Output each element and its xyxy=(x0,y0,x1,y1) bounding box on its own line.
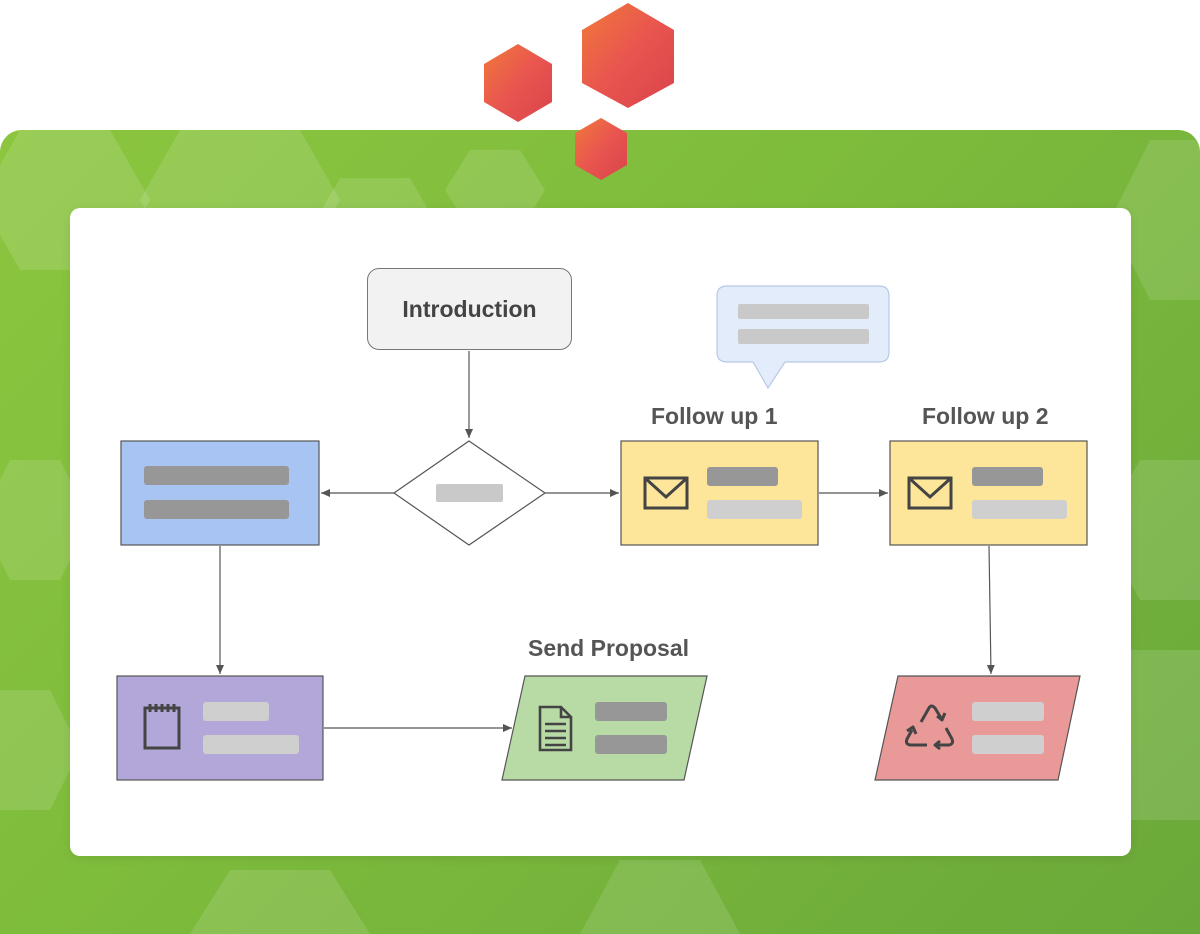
follow-up-1-label: Follow up 1 xyxy=(651,403,778,429)
follow-up-2-label: Follow up 2 xyxy=(922,403,1049,429)
tooltip-bar-2 xyxy=(738,329,869,344)
send-proposal-bar-2 xyxy=(595,735,667,754)
recycle-box-bar-2 xyxy=(972,735,1044,754)
blue-box-bar-1 xyxy=(144,466,289,485)
notepad-icon xyxy=(143,704,181,750)
mail-icon xyxy=(907,476,953,510)
send-proposal-label: Send Proposal xyxy=(528,635,690,661)
follow-up-1-bar-2 xyxy=(707,500,802,519)
follow-up-1-box xyxy=(620,440,819,546)
purple-box-bar-2 xyxy=(203,735,299,754)
send-proposal-bar-1 xyxy=(595,702,667,721)
introduction-node: Introduction xyxy=(367,268,572,350)
recycle-box-bar-1 xyxy=(972,702,1044,721)
follow-up-2-box xyxy=(889,440,1088,546)
purple-box-bar-1 xyxy=(203,702,269,721)
blue-box-bar-2 xyxy=(144,500,289,519)
follow-up-1-bar-1 xyxy=(707,467,778,486)
follow-up-2-bar-1 xyxy=(972,467,1043,486)
send-proposal-box xyxy=(501,675,708,781)
document-icon xyxy=(538,705,573,752)
hexagon-large xyxy=(582,3,674,108)
purple-box xyxy=(116,675,324,781)
connector-followup2-to-red xyxy=(986,545,995,675)
hexagon-small xyxy=(575,118,627,180)
recycle-icon xyxy=(904,704,955,751)
follow-up-2-bar-2 xyxy=(972,500,1067,519)
introduction-label: Introduction xyxy=(402,295,537,322)
blue-box xyxy=(120,440,320,546)
decision-placeholder-bar xyxy=(436,484,503,502)
hexagon-medium xyxy=(484,44,552,122)
mail-icon xyxy=(643,476,689,510)
tooltip-bar-1 xyxy=(738,304,869,319)
recycle-box xyxy=(874,675,1081,781)
